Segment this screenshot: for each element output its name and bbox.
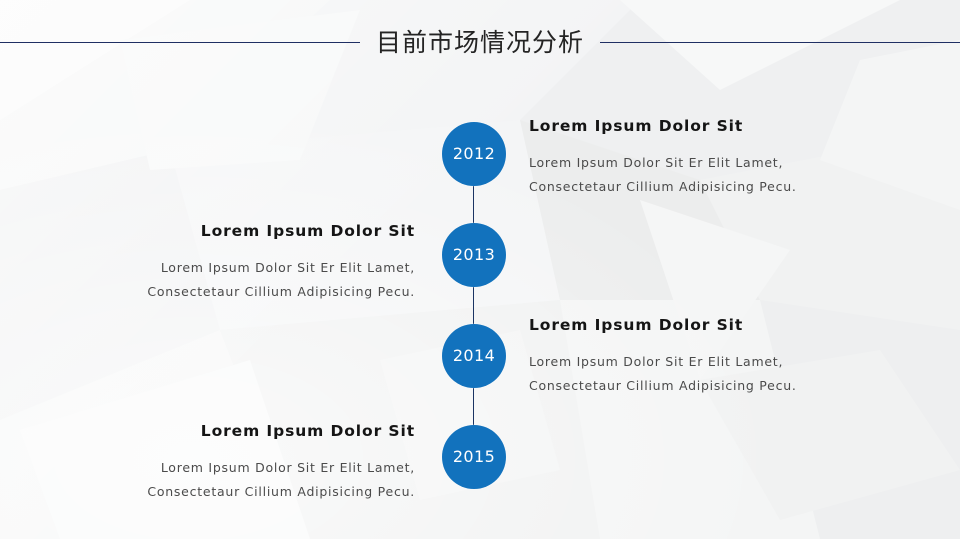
timeline-text-block-2014: Lorem Ipsum Dolor Sit Lorem Ipsum Dolor … [529, 316, 909, 398]
block-body: Lorem Ipsum Dolor Sit Er Elit Lamet, Con… [35, 456, 415, 504]
block-heading: Lorem Ipsum Dolor Sit [200, 422, 415, 440]
block-body: Lorem Ipsum Dolor Sit Er Elit Lamet, Con… [529, 151, 909, 199]
slide-header: 目前市场情况分析 [0, 22, 960, 62]
block-body-line-1: Lorem Ipsum Dolor Sit Er Elit Lamet, [529, 155, 784, 171]
block-heading: Lorem Ipsum Dolor Sit [200, 222, 415, 240]
timeline-node-year: 2014 [452, 346, 496, 365]
block-body-line-1: Lorem Ipsum Dolor Sit Er Elit Lamet, [160, 460, 415, 476]
timeline-node-2013[interactable]: 2013 [442, 223, 506, 287]
block-body-line-2: Consectetaur Cillium Adipisicing Pecu. [529, 378, 797, 394]
timeline-connector-2013-2014 [473, 287, 475, 324]
block-body-line-2: Consectetaur Cillium Adipisicing Pecu. [529, 179, 797, 195]
title-rule-left [0, 42, 360, 43]
timeline-connector-2012-2013 [473, 186, 475, 223]
timeline-node-year: 2015 [452, 447, 496, 466]
title-rule-right [600, 42, 960, 43]
timeline-node-2014[interactable]: 2014 [442, 324, 506, 388]
timeline-text-block-2013: Lorem Ipsum Dolor Sit Lorem Ipsum Dolor … [35, 222, 415, 304]
block-body-line-2: Consectetaur Cillium Adipisicing Pecu. [147, 284, 415, 300]
timeline-node-year: 2012 [452, 144, 496, 163]
timeline-node-year: 2013 [452, 245, 496, 264]
block-body-line-2: Consectetaur Cillium Adipisicing Pecu. [147, 484, 415, 500]
block-body: Lorem Ipsum Dolor Sit Er Elit Lamet, Con… [529, 350, 909, 398]
block-body-line-1: Lorem Ipsum Dolor Sit Er Elit Lamet, [529, 354, 784, 370]
timeline-node-2012[interactable]: 2012 [442, 122, 506, 186]
timeline-connector-2014-2015 [473, 388, 475, 425]
block-heading: Lorem Ipsum Dolor Sit [529, 316, 744, 334]
block-heading: Lorem Ipsum Dolor Sit [529, 117, 744, 135]
block-body-line-1: Lorem Ipsum Dolor Sit Er Elit Lamet, [160, 260, 415, 276]
page-title: 目前市场情况分析 [376, 27, 585, 57]
timeline-node-2015[interactable]: 2015 [442, 425, 506, 489]
timeline-text-block-2015: Lorem Ipsum Dolor Sit Lorem Ipsum Dolor … [35, 422, 415, 504]
block-body: Lorem Ipsum Dolor Sit Er Elit Lamet, Con… [35, 256, 415, 304]
timeline-text-block-2012: Lorem Ipsum Dolor Sit Lorem Ipsum Dolor … [529, 117, 909, 199]
